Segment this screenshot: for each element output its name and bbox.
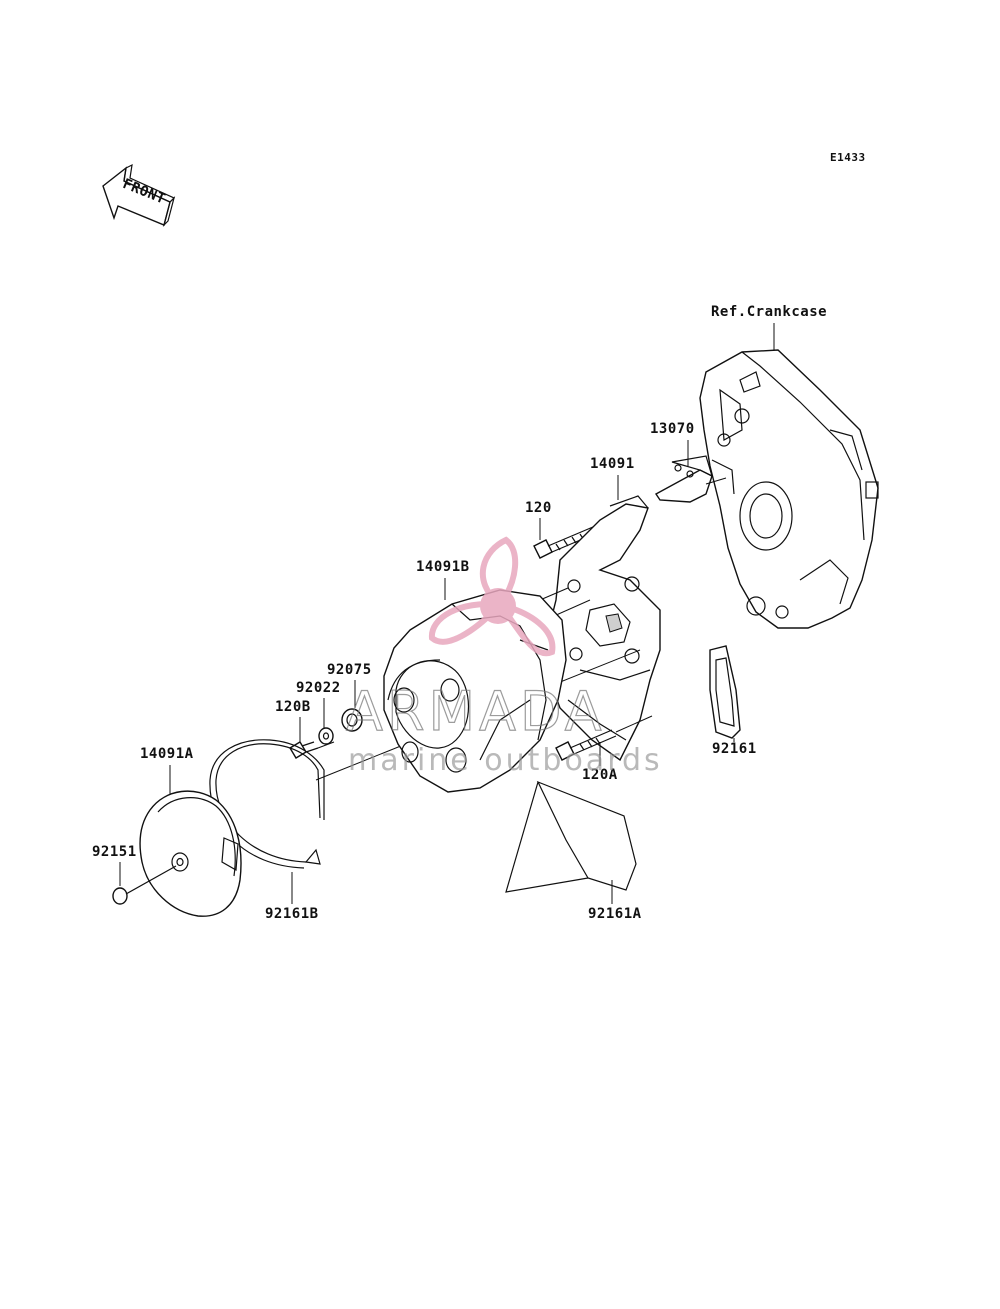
part-92161-gasket: [709, 645, 741, 739]
part-label-92022: 92022: [296, 680, 341, 696]
front-arrow-icon: FRONT: [102, 163, 176, 227]
part-label-92161A: 92161A: [588, 906, 642, 922]
part-92161B-ring: [209, 739, 325, 869]
part-label-13070: 13070: [650, 421, 695, 437]
part-label-120: 120: [525, 500, 552, 516]
crankcase-reference-label: Ref.Crankcase: [711, 304, 827, 320]
part-92161A-seal: [505, 780, 637, 893]
part-92022-washer: [318, 727, 334, 745]
part-92075-plug: [341, 708, 363, 732]
part-label-92161B: 92161B: [265, 906, 319, 922]
watermark-brand: ARMADA: [346, 680, 606, 743]
armada-watermark: ARMADA marine outboards: [345, 536, 663, 778]
part-label-120A: 120A: [582, 767, 618, 783]
crankcase: [699, 349, 879, 629]
part-14091-inner-cover: [545, 495, 661, 762]
part-label-92151: 92151: [92, 844, 137, 860]
watermark-tagline: marine outboards: [348, 743, 663, 778]
part-120A-bolt: [555, 729, 617, 761]
part-label-14091B: 14091B: [416, 559, 470, 575]
part-label-92161: 92161: [712, 741, 757, 757]
part-label-120B: 120B: [275, 699, 311, 715]
propeller-logo-icon: [428, 536, 556, 657]
part-label-92075: 92075: [327, 662, 372, 678]
part-14091A-outer-cover: [139, 790, 242, 917]
diagram-code: E1433: [830, 151, 866, 164]
part-label-14091A: 14091A: [140, 746, 194, 762]
part-92151-screw: [112, 865, 177, 905]
part-13070-bracket: [654, 455, 713, 503]
part-120-bolt: [533, 523, 605, 559]
part-label-14091: 14091: [590, 456, 635, 472]
